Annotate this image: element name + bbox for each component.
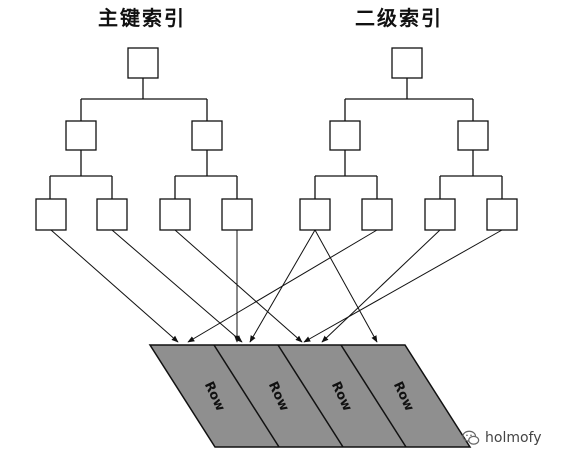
wechat-icon: [462, 430, 480, 445]
arrow-secondary-leaf-4: [303, 229, 503, 343]
secondary-index-tree: [299, 47, 518, 231]
row-strip: Row Row Row Row: [148, 344, 472, 448]
primary-leaf-node-1: [35, 198, 67, 231]
primary-leaf-node-2: [96, 198, 128, 231]
watermark-text: holmofy: [485, 430, 542, 446]
primary-index-tree: [35, 47, 253, 231]
primary-leaf-node-4: [221, 198, 253, 231]
arrow-primary-leaf-3: [174, 229, 303, 343]
secondary-leaf-node-3: [424, 198, 456, 231]
arrow-secondary-leaf-1-b: [314, 229, 378, 343]
arrow-primary-leaf-2: [111, 229, 243, 343]
secondary-internal-node-left: [329, 120, 361, 151]
secondary-leaf-node-4: [486, 198, 518, 231]
primary-tree-edges: [49, 78, 238, 199]
secondary-leaf-node-1: [299, 198, 331, 231]
primary-internal-node-right: [191, 120, 223, 151]
arrow-secondary-leaf-2: [187, 229, 378, 343]
secondary-index-label: 二级索引: [355, 6, 443, 30]
arrow-secondary-leaf-3: [321, 229, 441, 343]
primary-root-node: [127, 47, 159, 79]
secondary-tree-edges: [314, 78, 503, 199]
row-divider-1: [213, 344, 280, 448]
primary-index-label: 主键索引: [98, 6, 186, 30]
secondary-internal-node-right: [457, 120, 489, 151]
primary-leaf-node-3: [159, 198, 191, 231]
primary-internal-node-left: [65, 120, 97, 151]
watermark: holmofy: [462, 425, 542, 451]
row-divider-2: [277, 344, 344, 448]
pointer-arrows: [50, 229, 503, 343]
secondary-root-node: [391, 47, 423, 79]
row-divider-3: [340, 344, 407, 448]
arrow-primary-leaf-1: [50, 229, 179, 343]
secondary-leaf-node-2: [361, 198, 393, 231]
